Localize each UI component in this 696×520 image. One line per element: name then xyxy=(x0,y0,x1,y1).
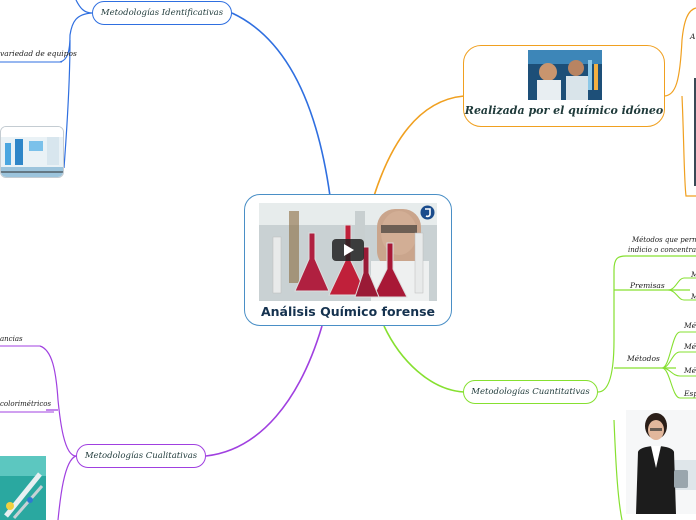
link-premisas-children xyxy=(667,277,696,301)
link-idoneo xyxy=(373,95,465,197)
central-topic[interactable]: Análisis Químico forense xyxy=(244,194,452,326)
label-metodo-1: Mé xyxy=(684,321,696,330)
lab-pipette-image xyxy=(0,456,46,520)
label-top-right: A xyxy=(690,32,696,41)
link-identificativas xyxy=(231,12,331,197)
label-premisa-2: M xyxy=(691,292,696,301)
topic-cuantitativas[interactable]: Metodologías Cuantitativas xyxy=(463,380,598,404)
link-identificativas-children xyxy=(59,0,93,169)
central-title: Análisis Químico forense xyxy=(260,304,436,319)
label-variedad-equipos: variedad de equipos xyxy=(0,49,77,58)
label-premisas: Premisas xyxy=(630,281,665,290)
label-metodos-permiten-line2: indicio o concentració xyxy=(628,246,696,254)
topic-cuantitativas-label: Metodologías Cuantitativas xyxy=(471,387,590,397)
link-cualitativas xyxy=(205,325,323,457)
label-metodo-4: Esp xyxy=(684,389,696,398)
lab-equipment-image xyxy=(0,126,64,178)
link-idoneo-children xyxy=(663,7,696,197)
topic-cualitativas-label: Metodologías Cualitativas xyxy=(84,451,198,461)
topic-cualitativas[interactable]: Metodologías Cualitativas xyxy=(76,444,206,468)
businesswoman-image xyxy=(626,410,696,514)
label-metodos: Métodos xyxy=(627,354,660,363)
link-metodos-children xyxy=(661,331,696,399)
label-colorimetricos: colorimétricos xyxy=(0,400,52,408)
right-edge-image xyxy=(694,78,696,186)
link-cuantitativas-children xyxy=(597,255,696,520)
topic-identificativas[interactable]: Metodologías Identificativas xyxy=(92,1,232,25)
chemist-lab-image xyxy=(528,50,602,100)
label-sustancias: ancias xyxy=(0,335,23,343)
play-icon[interactable] xyxy=(332,239,364,261)
central-video-thumbnail[interactable] xyxy=(259,203,437,301)
channel-badge-icon xyxy=(420,205,435,220)
label-metodo-2: Mé xyxy=(684,342,696,351)
label-metodos-permiten-line1: Métodos que permiten xyxy=(632,236,696,244)
label-metodo-3: Mé xyxy=(684,366,696,375)
topic-identificativas-label: Metodologías Identificativas xyxy=(100,8,224,18)
lab-flasks-image xyxy=(259,203,437,301)
topic-idoneo-label: Realizada por el químico idóneo xyxy=(464,104,664,117)
label-premisa-1: M xyxy=(691,270,696,279)
link-cuantitativas xyxy=(383,325,465,393)
link-cualitativas-children xyxy=(39,345,77,520)
